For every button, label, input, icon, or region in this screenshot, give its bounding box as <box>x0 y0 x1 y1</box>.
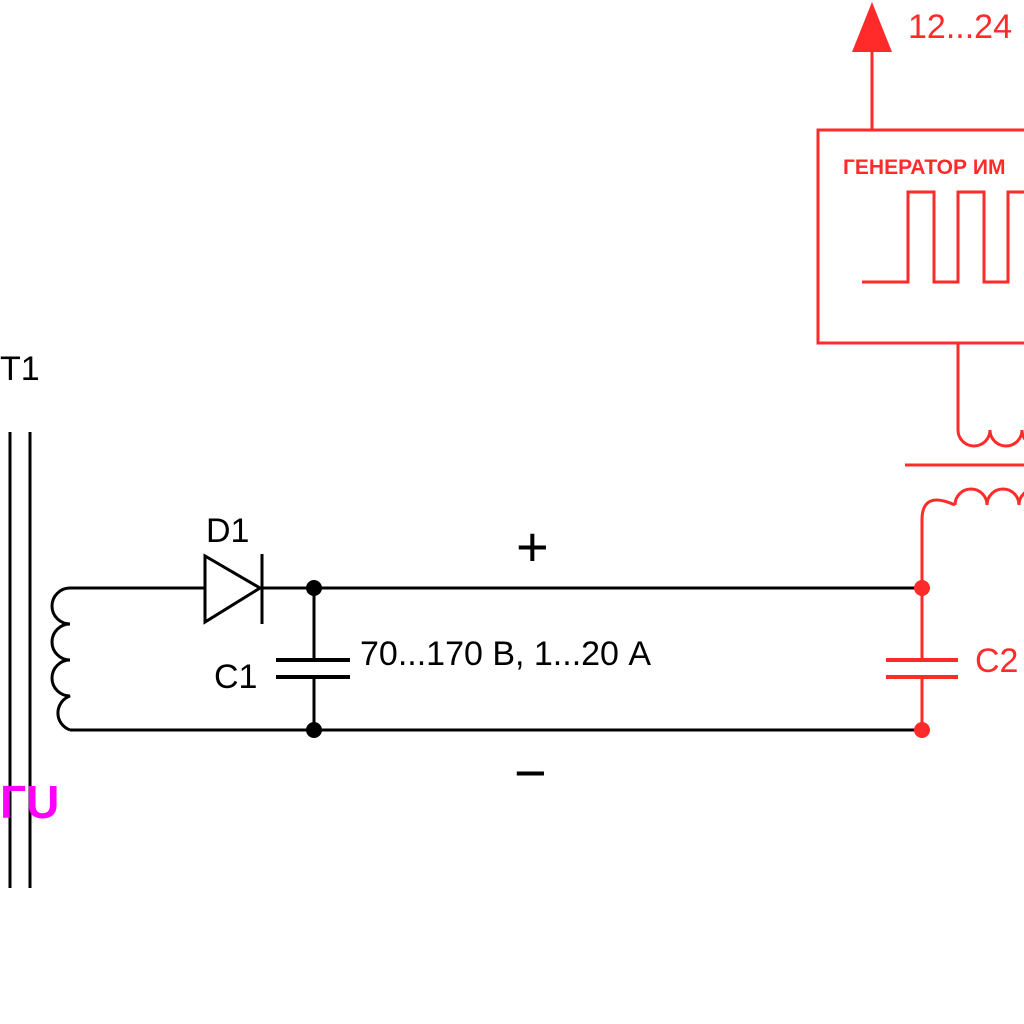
cut-off-label-fragment: ГU <box>0 776 59 828</box>
diode-label: D1 <box>206 512 249 550</box>
transformer-t1 <box>8 432 71 888</box>
secondary-lead <box>920 498 956 588</box>
main-wiring <box>70 586 922 732</box>
capacitor-c2 <box>886 658 958 679</box>
pulse-transformer-primary <box>956 429 1024 448</box>
junction-dot <box>306 580 322 596</box>
generator-circuit <box>816 50 1024 730</box>
capacitor-c1 <box>276 658 350 679</box>
transformer-label: T1 <box>0 350 40 388</box>
diode-d1 <box>203 553 264 625</box>
junction-dot <box>914 580 930 596</box>
pulse-transformer-secondary <box>953 487 1024 506</box>
supply-arrow-icon <box>852 2 892 52</box>
generator-title: ГЕНЕРАТОР ИМ <box>843 156 1005 179</box>
capacitor2-label: C2 <box>975 642 1018 680</box>
minus-sign: − <box>514 741 547 804</box>
pulse-waveform <box>862 190 1024 284</box>
generator-box <box>816 128 1024 345</box>
transformer-secondary-winding <box>50 586 71 732</box>
plus-sign: + <box>516 515 549 578</box>
capacitor1-label: C1 <box>214 658 257 696</box>
input-voltage-label: 12...24 <box>908 8 1012 46</box>
junction-dot <box>306 722 322 738</box>
supply-spec-label: 70...170 В, 1...20 А <box>360 635 651 673</box>
junction-dot <box>914 722 930 738</box>
diode-triangle <box>203 553 263 625</box>
